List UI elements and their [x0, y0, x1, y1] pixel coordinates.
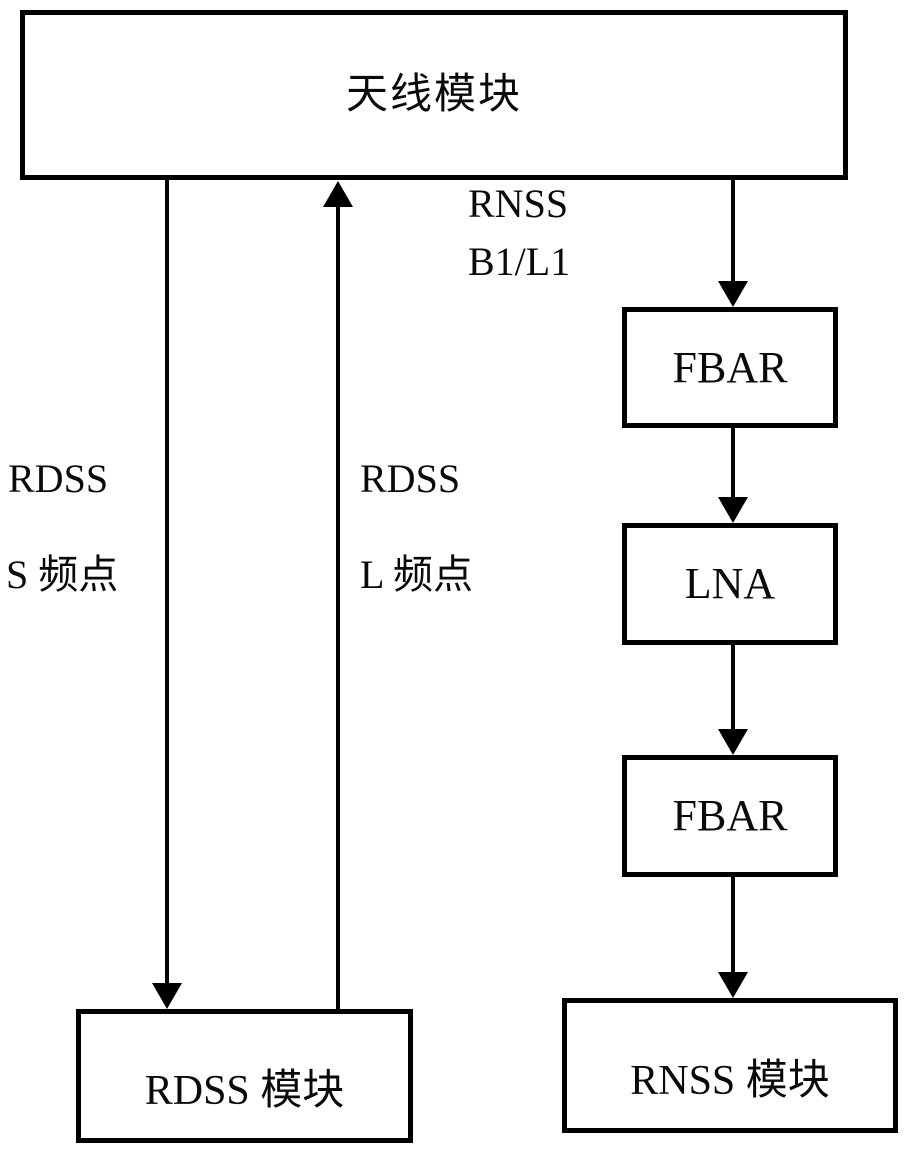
arrow-up-icon [323, 181, 353, 207]
antenna-to-rdss-line [165, 180, 169, 985]
antenna-module-box: 天线模块 [20, 10, 848, 180]
label-rdss-s-line2: S 频点 [6, 555, 118, 595]
label-rnss: RNSS [468, 184, 568, 224]
lna-to-fbar-line [731, 645, 735, 731]
fbar-to-lna-line [731, 428, 735, 499]
fbar-to-rnss-line [731, 877, 735, 974]
rdss-module-box: RDSS 模块 [76, 1009, 413, 1143]
label-b1-l1: B1/L1 [468, 242, 570, 282]
lna-label: LNA [685, 562, 775, 606]
arrow-down-icon [718, 497, 748, 523]
arrow-down-icon [718, 729, 748, 755]
fbar-top-box: FBAR [622, 307, 838, 428]
rnss-module-box: RNSS 模块 [562, 998, 898, 1133]
label-rdss-l-line1: RDSS [360, 459, 460, 499]
fbar-bottom-label: FBAR [673, 794, 788, 838]
fbar-bottom-box: FBAR [622, 755, 838, 877]
label-rdss-l-line2: L 频点 [360, 555, 473, 595]
rdss-to-antenna-line [336, 205, 340, 1009]
label-rdss-s-line1: RDSS [8, 459, 108, 499]
lna-box: LNA [622, 523, 838, 645]
antenna-module-label: 天线模块 [346, 74, 522, 116]
arrow-down-icon [718, 281, 748, 307]
arrow-down-icon [152, 983, 182, 1009]
antenna-to-fbar-line [731, 180, 735, 283]
fbar-top-label: FBAR [673, 346, 788, 390]
rnss-module-label: RNSS 模块 [630, 1060, 830, 1102]
rdss-module-label: RDSS 模块 [145, 1070, 345, 1112]
arrow-down-icon [718, 972, 748, 998]
